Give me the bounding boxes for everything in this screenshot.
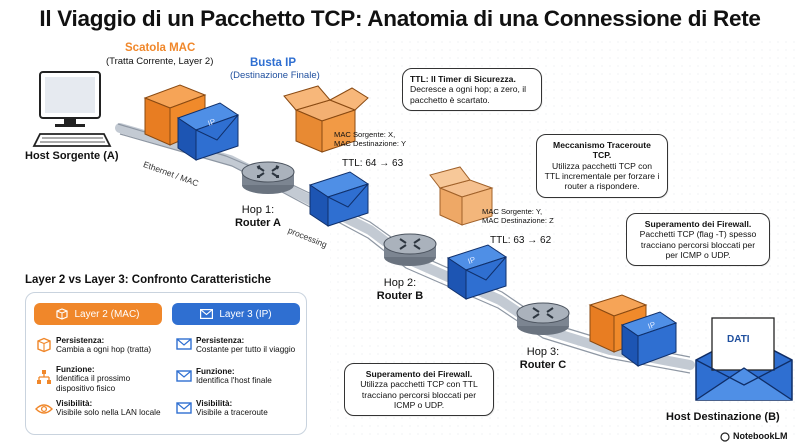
network-tree-icon (37, 370, 51, 384)
box-icon (37, 337, 51, 353)
envelope-icon (176, 370, 192, 382)
ip-envelope-icon-final (620, 311, 678, 367)
l2-persistenza: Persistenza: Cambia a ogni hop (tratta) (56, 336, 166, 355)
l2-funzione-head: Funzione: (56, 365, 95, 374)
l2-funzione: Funzione: Identifica il prossimo disposi… (56, 365, 166, 393)
l3-visibilita-value: Visibile a traceroute (196, 408, 268, 418)
traceroute-callout-body: Utilizza pacchetti TCP con TTL increment… (544, 160, 660, 192)
l2-visibilita-head: Visibilità: (56, 399, 93, 408)
open-mac-box-icon-2 (429, 166, 494, 226)
envelope-icon (176, 402, 192, 414)
mac-header-1: MAC Sorgente: X, MAC Destinazione: Y (334, 130, 406, 149)
open-mac-box-icon (283, 85, 369, 153)
comparison-panel: Layer 2 (MAC) Layer 3 (IP) Persistenza: … (25, 292, 307, 435)
scatola-mac-label: Scatola MAC (125, 42, 196, 54)
l3-persistenza-head: Persistenza: (196, 336, 245, 345)
page-title: Il Viaggio di un Pacchetto TCP: Anatomia… (39, 6, 761, 31)
l3-funzione-head: Funzione: (196, 367, 235, 376)
envelope-icon (200, 309, 214, 319)
ip-envelope-icon (176, 102, 240, 161)
l3-visibilita-head: Visibilità: (196, 399, 233, 408)
layer2-header: Layer 2 (MAC) (34, 303, 162, 325)
layer3-header: Layer 3 (IP) (172, 303, 300, 325)
ttl-label-2: TTL: 63 → 62 (490, 235, 552, 246)
firewall-right-callout: Superamento dei Firewall. Pacchetti TCP … (626, 213, 770, 267)
hop2-line2: Router B (376, 290, 424, 303)
ttl-callout-body: Decresce a ogni hop; a zero, il pacchett… (410, 84, 527, 105)
layer2-header-label: Layer 2 (MAC) (74, 308, 140, 320)
firewall-right-body: Pacchetti TCP (flag -T) spesso tracciano… (639, 229, 757, 260)
traceroute-callout-title: Meccanismo Traceroute TCP. (553, 140, 651, 161)
envelope-icon (176, 338, 192, 350)
ttl-callout: TTL: Il Timer di Sicurezza. Decresce a o… (402, 68, 542, 111)
hop3-line2: Router C (519, 359, 567, 372)
l2-persistenza-head: Persistenza: (56, 336, 105, 345)
mac-header-2-line1: MAC Sorgente: Y, (482, 207, 543, 216)
mac-header-2: MAC Sorgente: Y, MAC Destinazione: Z (482, 207, 554, 226)
mac-header-1-line1: MAC Sorgente: X, (334, 130, 396, 139)
ip-envelope-icon-2 (308, 171, 370, 227)
box-icon (56, 308, 69, 320)
l3-funzione-value: Identifica l'host finale (196, 376, 272, 386)
ip-envelope-icon-3 (446, 244, 508, 300)
busta-ip-sublabel: (Destinazione Finale) (230, 70, 320, 81)
hop2-line1: Hop 2: (383, 277, 417, 289)
notebooklm-label: NotebookLM (733, 431, 788, 441)
traceroute-callout: Meccanismo Traceroute TCP. Utilizza pacc… (536, 134, 668, 198)
hop3-line1: Hop 3: (526, 346, 560, 358)
hop3-label: Hop 3: Router C (513, 346, 573, 372)
l3-visibilita: Visibilità: Visibile a traceroute (196, 399, 304, 418)
layer3-header-label: Layer 3 (IP) (219, 308, 272, 320)
host-source-label: Host Sorgente (A) (25, 150, 119, 162)
ttl-callout-title: TTL: Il Timer di Sicurezza. (410, 74, 516, 84)
l2-visibilita-value: Visibile solo nella LAN locale (56, 408, 161, 418)
l2-funzione-value: Identifica il prossimo dispositivo fisic… (56, 374, 131, 393)
firewall-bottom-callout: Superamento dei Firewall. Utilizza pacch… (344, 363, 494, 417)
hop1-label: Hop 1: Router A (228, 204, 288, 230)
router-a-icon (241, 161, 295, 194)
host-destination-icon (695, 317, 793, 401)
l2-visibilita: Visibilità: Visibile solo nella LAN loca… (56, 399, 168, 418)
l2-persistenza-value: Cambia a ogni hop (tratta) (56, 345, 152, 355)
ttl-label-1: TTL: 64 → 63 (342, 158, 404, 169)
scatola-mac-sublabel: (Tratta Corrente, Layer 2) (106, 56, 214, 67)
mac-header-1-line2: MAC Destinazione: Y (334, 139, 407, 149)
host-source-computer-icon (32, 71, 112, 147)
firewall-bottom-body: Utilizza pacchetti TCP con TTL tracciano… (360, 379, 478, 410)
comparison-title: Layer 2 vs Layer 3: Confronto Caratteris… (25, 274, 272, 286)
hop1-line2: Router A (234, 217, 282, 230)
router-c-icon (516, 302, 570, 335)
notebooklm-logo-icon (720, 432, 730, 442)
eye-icon (35, 404, 53, 414)
mac-header-2-line2: MAC Destinazione: Z (482, 216, 554, 226)
dati-label: DATI (727, 334, 750, 345)
host-dest-label: Host Destinazione (B) (666, 411, 780, 423)
router-b-icon (383, 233, 437, 266)
busta-ip-label: Busta IP (250, 57, 297, 69)
l3-persistenza-value: Costante per tutto il viaggio (196, 345, 296, 355)
hop1-line1: Hop 1: (241, 204, 275, 216)
firewall-bottom-title: Superamento dei Firewall. (365, 369, 473, 379)
l3-funzione: Funzione: Identifica l'host finale (196, 367, 304, 386)
hop2-label: Hop 2: Router B (370, 277, 430, 303)
l3-persistenza: Persistenza: Costante per tutto il viagg… (196, 336, 304, 355)
firewall-right-title: Superamento dei Firewall. (644, 219, 752, 229)
